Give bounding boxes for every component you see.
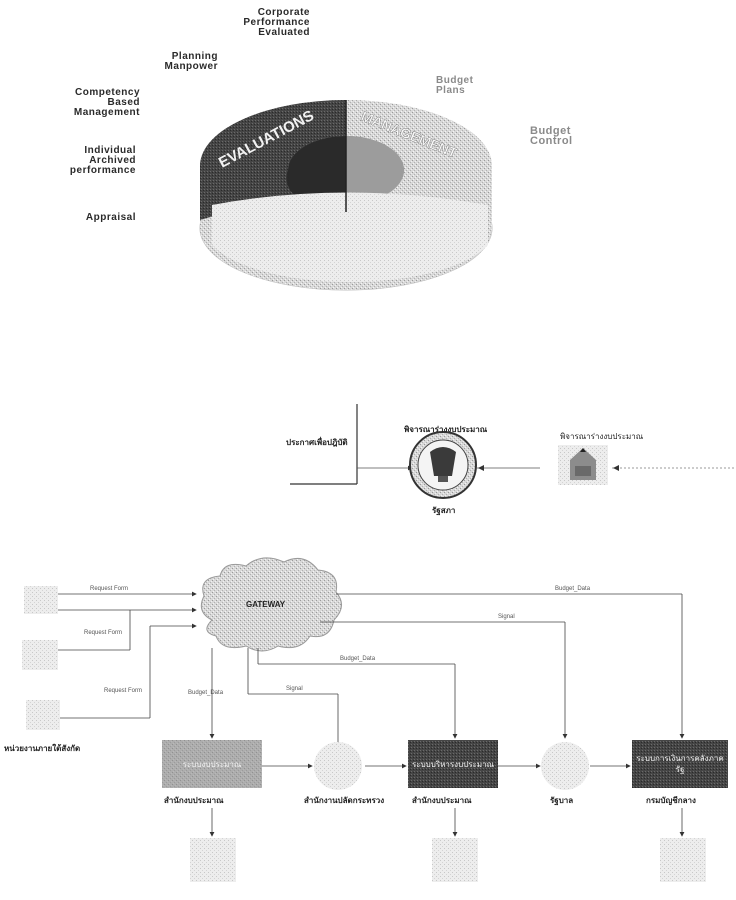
box-3-text: ระบบการเงินการคลังภาครัฐ xyxy=(636,754,724,774)
caption-parliament: รัฐสภา xyxy=(432,506,456,515)
flow-label-signal-1: Signal xyxy=(498,614,515,620)
caption-box-3: กรมบัญชีกลาง xyxy=(646,796,696,805)
requester-icon xyxy=(22,586,60,730)
datastore-icon xyxy=(660,838,706,882)
flow-label-request-2: Request Form xyxy=(84,630,123,636)
flow-label-request-1: Request Form xyxy=(90,586,129,592)
caption-announce: ประกาศเพื่อปฎิบัติ xyxy=(286,438,348,447)
caption-box-2: สำนักงบประมาณ xyxy=(412,796,472,805)
caption-agency: สำนักงานปลัดกระทรวง xyxy=(304,796,385,805)
box-2-text: ระบบบริหารงบประมาณ xyxy=(411,759,495,769)
flow-label-budget-data-2: Budget_Data xyxy=(340,656,376,662)
flow-label-budget-data-1: Budget_Data xyxy=(555,586,591,592)
flow-label-budget-data-3: Budget_Data xyxy=(188,690,224,696)
cabinet-emblem xyxy=(558,445,608,485)
box-1-text: ระบบงบประมาณ xyxy=(182,759,242,769)
datastore-icon xyxy=(432,838,478,882)
caption-cabinet-review: พิจารณาร่างงบประมาณ xyxy=(560,432,644,441)
gateway-label: GATEWAY xyxy=(246,600,286,609)
caption-box-1: สำนักงบประมาณ xyxy=(164,796,224,805)
flow-label-signal-2: Signal xyxy=(286,686,303,692)
budget-system-box-3 xyxy=(632,740,728,788)
agency-node xyxy=(314,742,362,790)
government-node xyxy=(541,742,589,790)
flow-label-request-3: Request Form xyxy=(104,688,143,694)
datastore-icon xyxy=(190,838,236,882)
gateway-cloud xyxy=(200,557,342,652)
process-wheel: EVALUATIONS MANAGEMENT xyxy=(199,100,493,291)
wheel-front xyxy=(212,192,488,283)
caption-requesters: หน่วยงานภายใต้สังกัด xyxy=(4,744,81,753)
budget-system-box-2 xyxy=(408,740,498,788)
caption-government: รัฐบาล xyxy=(550,796,574,805)
network-diagram xyxy=(22,557,728,882)
approval-row xyxy=(290,404,736,499)
caption-parliament-review: พิจารณาร่างงบประมาณ xyxy=(404,425,488,434)
label-appraisal: Appraisal xyxy=(85,212,136,223)
